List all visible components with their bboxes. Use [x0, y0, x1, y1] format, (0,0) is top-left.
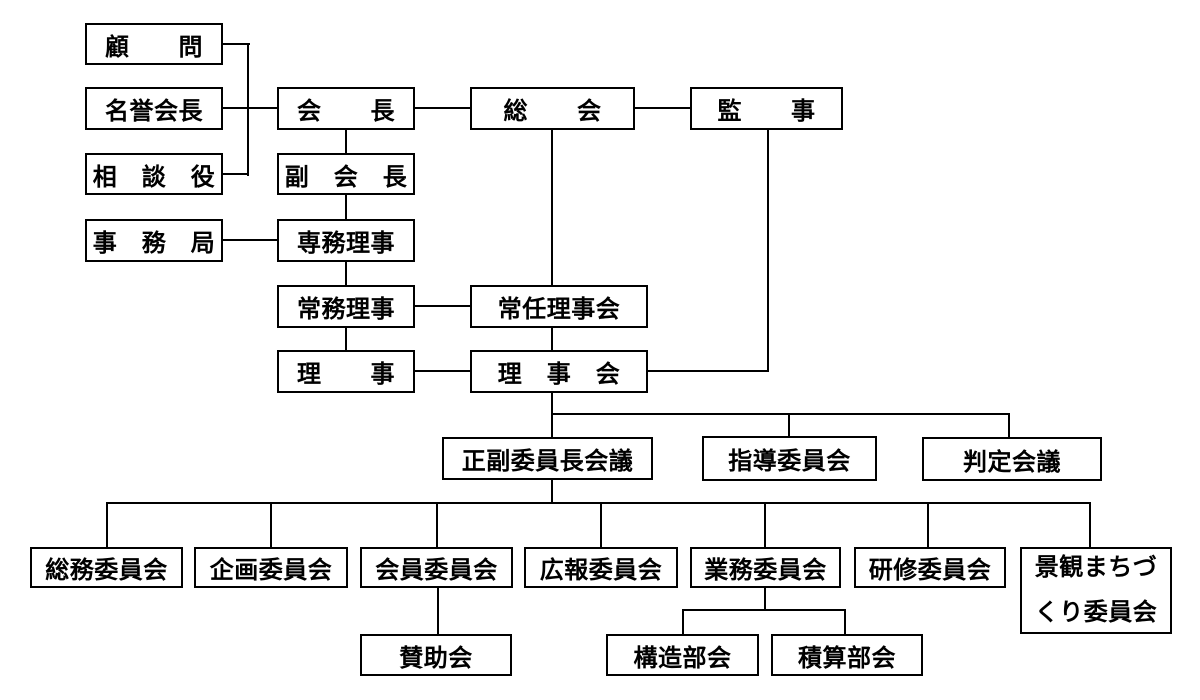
node-president: 会 長 — [277, 87, 415, 130]
connector-jomu-jonin — [415, 305, 470, 307]
node-executive-director: 専務理事 — [277, 219, 415, 262]
connector-fuku-senmu — [345, 195, 347, 219]
drop-kozo — [682, 609, 684, 634]
drop-hantei — [1008, 413, 1010, 437]
connector-kanji-rijikai — [648, 370, 769, 372]
node-honorary-president: 名誉会長 — [85, 87, 223, 130]
connector-gyomu-down — [764, 588, 766, 610]
node-managing-director: 常務理事 — [277, 285, 415, 328]
node-advisor: 顧 問 — [85, 23, 223, 65]
connector-senmu-jomu — [345, 262, 347, 285]
node-vice-president: 副 会 長 — [277, 153, 415, 195]
connector-kanji-down — [767, 130, 769, 372]
node-general-assembly: 総 会 — [470, 87, 635, 130]
connector-meiyo-kaicho — [223, 107, 277, 109]
node-landscape-committee: 景観まちづ くり委員会 — [1020, 547, 1172, 634]
connector-kaicho-fuku — [345, 130, 347, 153]
node-operations-committee: 業務委員会 — [690, 547, 841, 588]
node-judgment-council: 判定会議 — [922, 437, 1102, 481]
connector-komon-spine — [223, 43, 250, 45]
connector-jonin-rijikai — [551, 328, 553, 350]
drop-gyomu — [764, 502, 766, 547]
node-guidance-committee: 指導委員会 — [702, 436, 877, 481]
connector-jimu-senmu — [223, 239, 277, 241]
node-membership-committee: 会員委員会 — [360, 547, 513, 588]
connector-advisor-spine — [247, 43, 249, 176]
connector-rijikai-seifuku — [551, 393, 553, 437]
drop-keikan — [1089, 502, 1091, 547]
node-planning-committee: 企画委員会 — [194, 547, 348, 588]
drop-kaiin — [436, 502, 438, 547]
branch-level1-horizontal — [551, 413, 1010, 415]
drop-somu — [106, 502, 108, 547]
drop-koho — [600, 502, 602, 547]
node-board-of-directors: 理 事 会 — [470, 350, 648, 393]
connector-seifuku-down — [551, 480, 553, 503]
node-chairs-council: 正副委員長会議 — [442, 437, 653, 480]
drop-shido — [788, 413, 790, 436]
node-secretariat: 事 務 局 — [85, 219, 223, 262]
node-pr-committee: 広報委員会 — [524, 547, 678, 588]
node-supporting-association: 賛助会 — [360, 634, 512, 676]
node-auditor: 監 事 — [690, 87, 843, 130]
branch-level2-horizontal — [106, 502, 1091, 504]
drop-kenshu — [927, 502, 929, 547]
connector-sokai-kanji — [635, 107, 690, 109]
connector-sodan-spine — [223, 173, 249, 175]
connector-sokai-jonin — [551, 130, 553, 285]
connector-jomu-riji — [345, 328, 347, 350]
node-standing-board: 常任理事会 — [470, 285, 648, 328]
drop-kikaku — [270, 502, 272, 547]
node-estimation-subcommittee: 積算部会 — [771, 634, 923, 676]
node-counselor: 相 談 役 — [85, 153, 223, 195]
connector-kaicho-sokai — [415, 107, 470, 109]
branch-level3-horizontal — [682, 609, 846, 611]
node-general-affairs-committee: 総務委員会 — [30, 547, 183, 588]
node-structure-subcommittee: 構造部会 — [606, 634, 759, 676]
connector-kaiin-sanjo — [437, 588, 439, 634]
connector-riji-rijikai — [415, 370, 470, 372]
node-director: 理 事 — [277, 350, 415, 393]
node-training-committee: 研修委員会 — [854, 547, 1006, 588]
drop-sekisan — [844, 609, 846, 634]
